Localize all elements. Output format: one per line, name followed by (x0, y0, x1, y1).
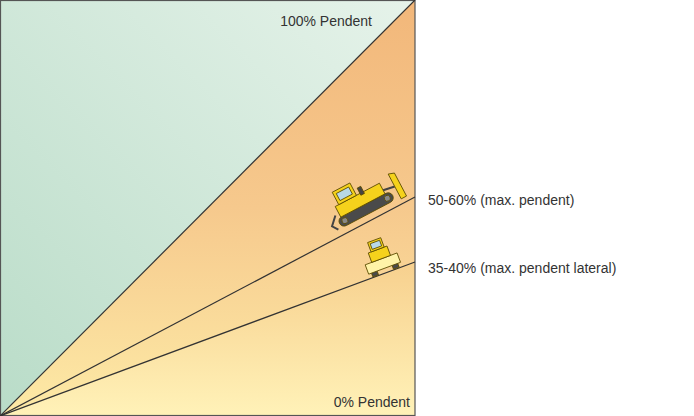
slope-label: 0% Pendent (334, 394, 410, 411)
slope-label: 100% Pendent (280, 13, 372, 30)
slope-label: 35-40% (max. pendent lateral) (428, 260, 616, 277)
slope-label: 50-60% (max. pendent) (428, 192, 574, 209)
